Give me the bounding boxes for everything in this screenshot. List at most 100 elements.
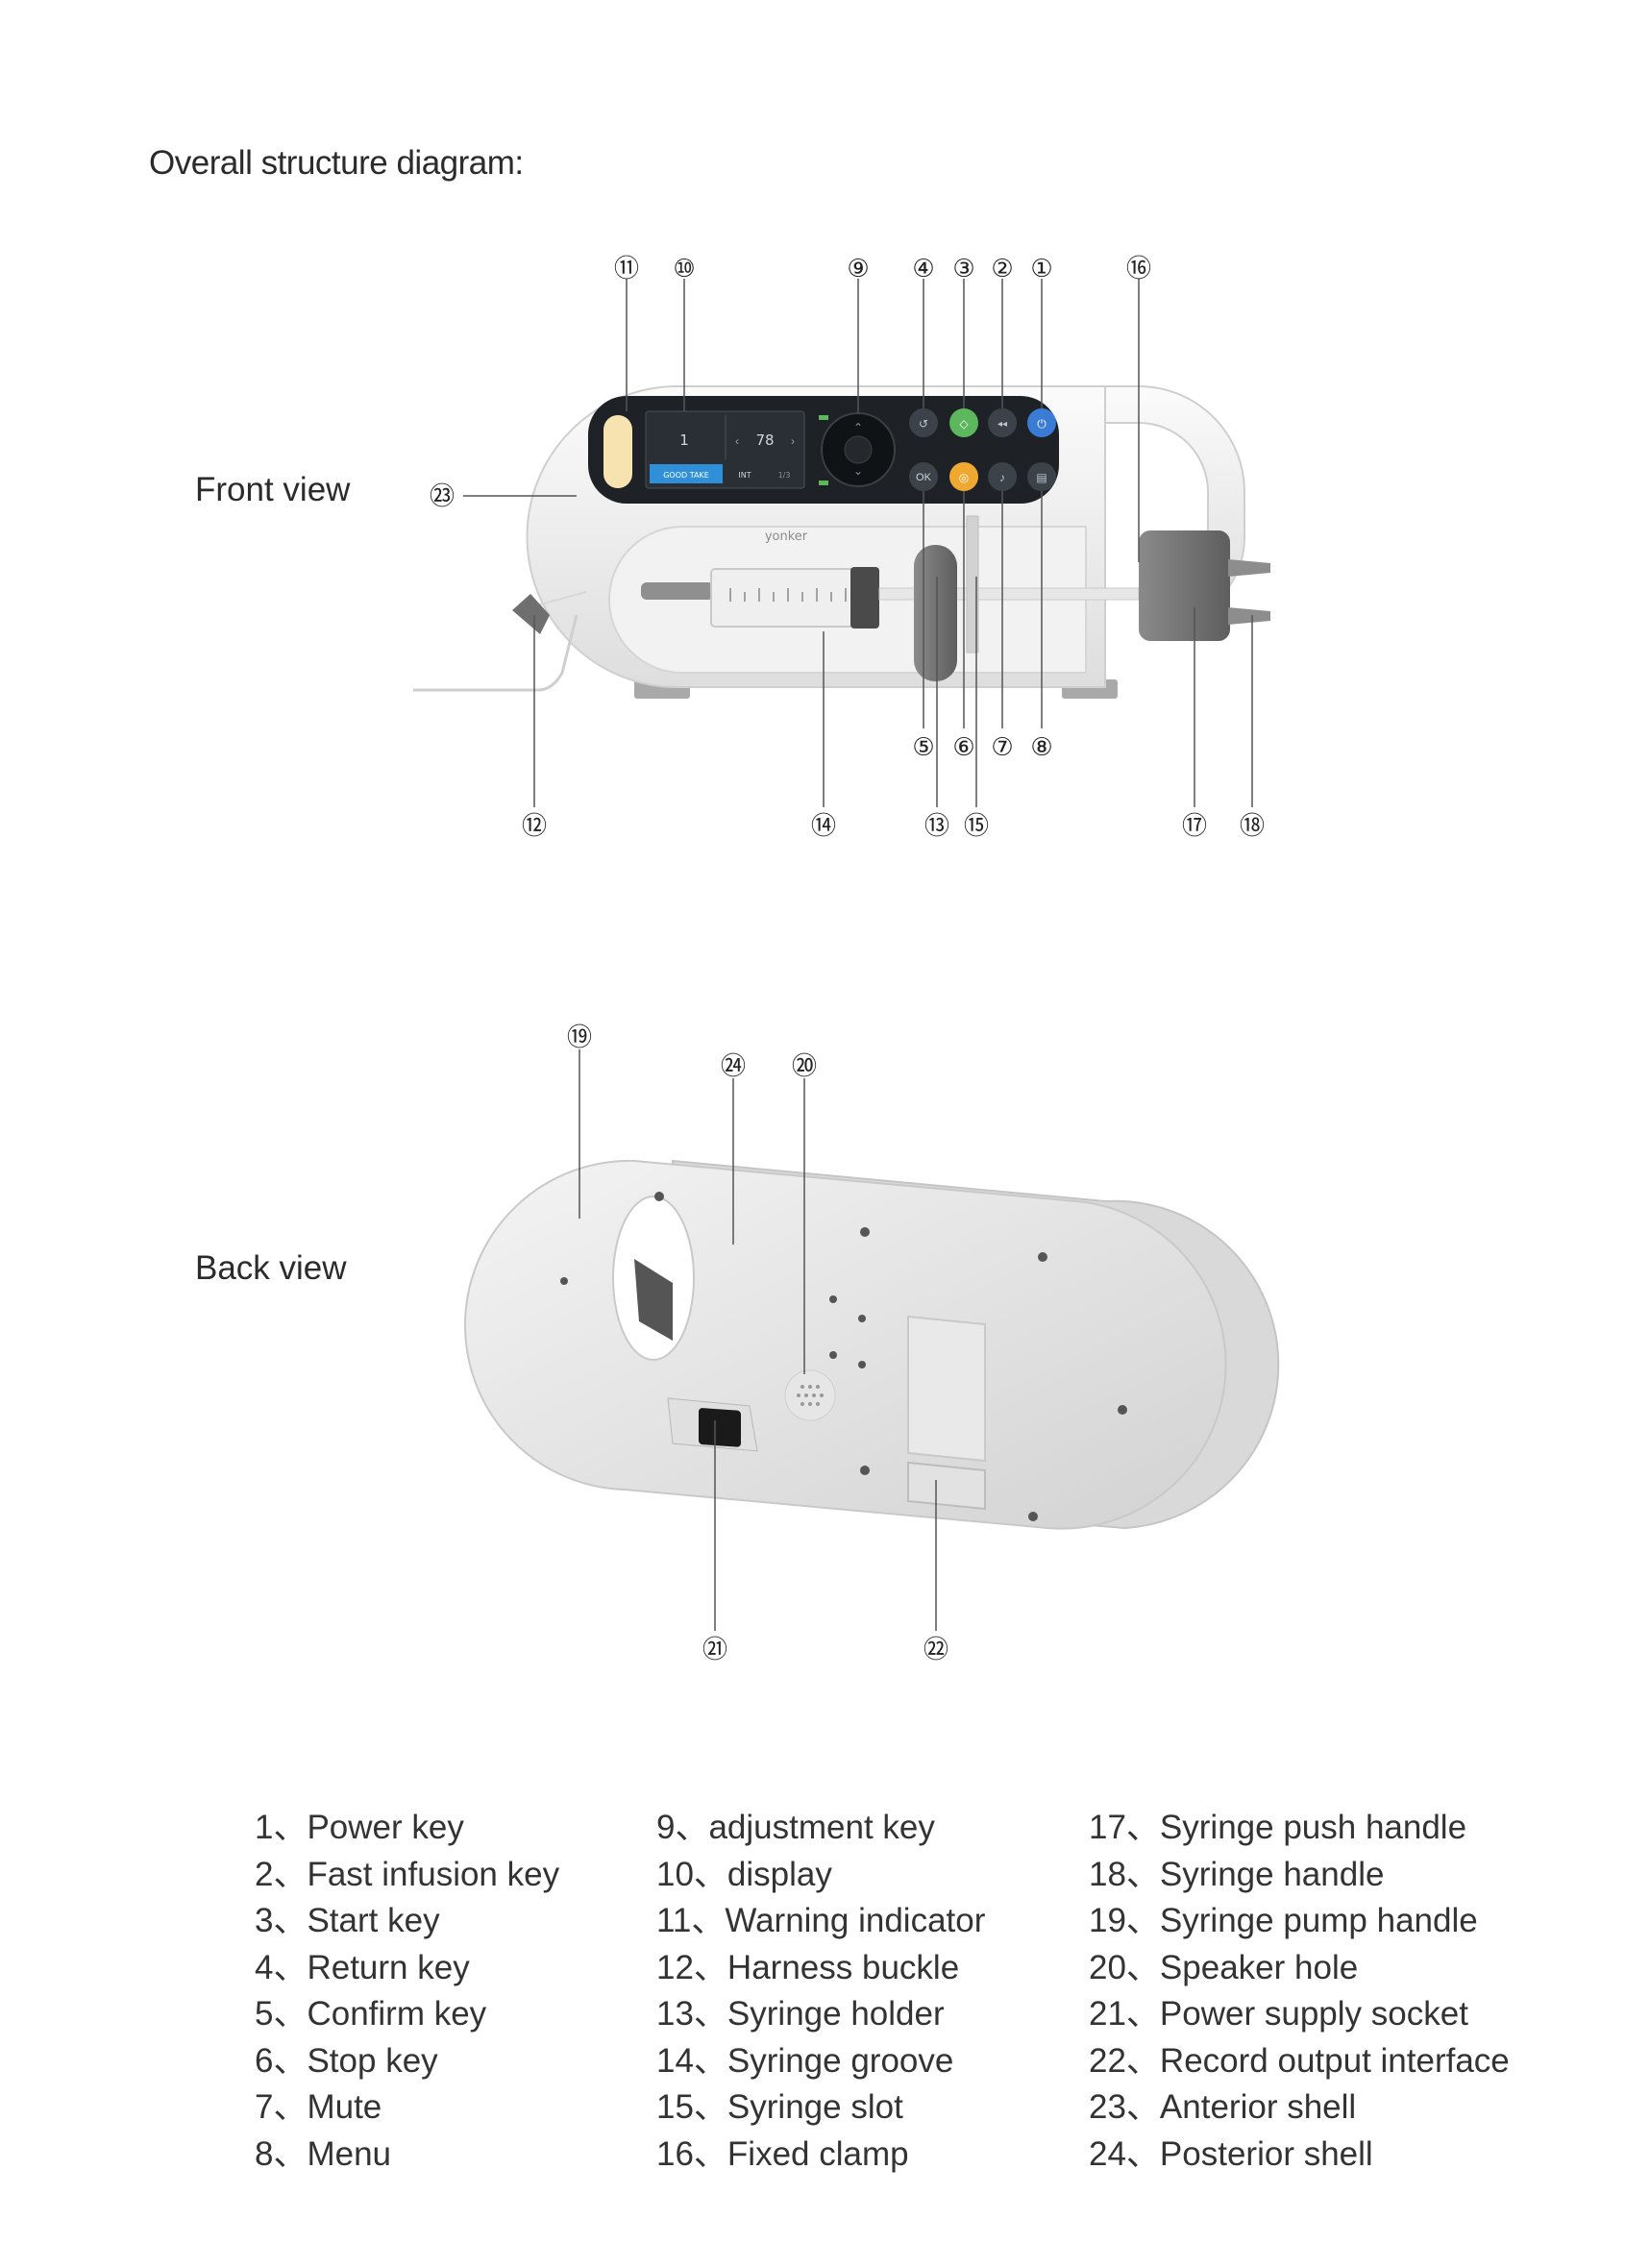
legend-item: 7、Mute bbox=[255, 2088, 382, 2126]
legend-item: 20、Speaker hole bbox=[1089, 1948, 1359, 1986]
menu-key[interactable] bbox=[1027, 462, 1056, 491]
callout-2: ② bbox=[991, 255, 1013, 284]
callout-13: ⑬ bbox=[924, 812, 949, 841]
clamp-visible bbox=[634, 1259, 673, 1341]
page-title: Overall structure diagram: bbox=[149, 144, 524, 182]
record-output-interface bbox=[907, 1461, 986, 1511]
display-arrow-left-icon: ‹ bbox=[735, 434, 739, 448]
callout-20: ⑳ bbox=[792, 1052, 817, 1081]
legend-item: 3、Start key bbox=[255, 1902, 440, 1939]
display-arrow-right-icon: › bbox=[791, 434, 795, 448]
mute-icon: ♪ bbox=[999, 471, 1005, 484]
callout-3: ③ bbox=[952, 255, 974, 284]
legend-item: 21、Power supply socket bbox=[1089, 1995, 1468, 2033]
legend-item: 22、Record output interface bbox=[1089, 2041, 1510, 2080]
display-mode-text: INT bbox=[738, 471, 751, 480]
callout-14: ⑭ bbox=[811, 812, 836, 841]
display-value-center: 78 bbox=[755, 431, 774, 449]
stop-key[interactable] bbox=[949, 462, 978, 491]
adjust-up-icon: ⌃ bbox=[853, 421, 863, 434]
callout-18: ⑱ bbox=[1240, 812, 1265, 841]
display-page-text: 1/3 bbox=[778, 471, 791, 480]
start-icon: ◇ bbox=[959, 417, 969, 431]
callout-12: ⑫ bbox=[522, 812, 547, 841]
callout-8: ⑧ bbox=[1030, 733, 1052, 762]
ok-label: OK bbox=[916, 472, 932, 483]
callout-24: ㉔ bbox=[721, 1052, 746, 1081]
legend-item: 8、Menu bbox=[255, 2134, 392, 2173]
front-view-device: 1 78 ‹ › GOOD TAKE INT 1/3 ⌃ ⌄ ↺ ◇ ◂◂ ⏻ … bbox=[413, 385, 1270, 699]
legend-item: 10、display bbox=[656, 1855, 832, 1893]
legend-item: 6、Stop key bbox=[255, 2041, 438, 2080]
confirm-key[interactable] bbox=[909, 462, 938, 491]
callout-1: ① bbox=[1030, 255, 1052, 284]
warning-indicator bbox=[603, 415, 632, 488]
back-leader-lines bbox=[579, 1049, 937, 1631]
display-status-bar bbox=[650, 464, 723, 483]
legend-item: 14、Syringe groove bbox=[656, 2041, 954, 2080]
syringe-handle-bottom bbox=[1228, 607, 1270, 625]
start-key[interactable] bbox=[949, 408, 978, 437]
brand-logo: yonker bbox=[765, 530, 808, 544]
legend-item: 11、Warning indicator bbox=[656, 1902, 986, 1939]
callout-22: ㉒ bbox=[924, 1636, 948, 1664]
syringe-tip bbox=[641, 582, 714, 600]
legend-item: 12、Harness buckle bbox=[656, 1948, 960, 1986]
callout-4: ④ bbox=[912, 255, 934, 284]
fast-infusion-key[interactable] bbox=[988, 408, 1017, 437]
mute-key[interactable] bbox=[988, 462, 1017, 491]
power-supply-socket bbox=[699, 1408, 741, 1447]
legend-item: 24、Posterior shell bbox=[1089, 2134, 1373, 2173]
infusion-tube bbox=[413, 614, 579, 692]
front-leader-lines bbox=[463, 279, 1253, 807]
syringe-slot bbox=[966, 515, 979, 653]
legend-item: 4、Return key bbox=[255, 1948, 470, 1986]
legend-item: 17、Syringe push handle bbox=[1089, 1809, 1467, 1846]
return-icon: ↺ bbox=[919, 417, 928, 431]
legend-item: 16、Fixed clamp bbox=[656, 2134, 909, 2173]
legend-column-3: 17、Syringe push handle 18、Syringe handle… bbox=[1089, 1805, 1510, 2178]
display-value-left: 1 bbox=[679, 431, 689, 449]
callout-9: ⑨ bbox=[847, 255, 869, 284]
power-icon: ⏻ bbox=[1037, 417, 1047, 431]
syringe-handle-top bbox=[1228, 559, 1270, 577]
legend-item: 19、Syringe pump handle bbox=[1089, 1902, 1478, 1939]
callout-16: ⑯ bbox=[1126, 255, 1151, 284]
legend-column-2: 9、adjustment key 10、display 11、Warning i… bbox=[656, 1805, 985, 2178]
legend-item: 13、Syringe holder bbox=[656, 1995, 945, 2033]
callout-19: ⑲ bbox=[567, 1023, 592, 1052]
stop-icon: ◎ bbox=[959, 471, 969, 484]
legend-item: 2、Fast infusion key bbox=[255, 1855, 560, 1893]
return-key[interactable] bbox=[909, 408, 938, 437]
callout-6: ⑥ bbox=[952, 733, 974, 762]
callout-17: ⑰ bbox=[1182, 812, 1207, 841]
legend-item: 18、Syringe handle bbox=[1089, 1855, 1385, 1893]
harness-buckle bbox=[512, 594, 550, 634]
syringe-holder bbox=[914, 545, 957, 681]
label-plate bbox=[907, 1315, 986, 1463]
callout-10: ⑩ bbox=[673, 255, 695, 284]
legend-item: 9、adjustment key bbox=[656, 1809, 935, 1846]
front-view-label: Front view bbox=[195, 471, 351, 508]
callout-11: ⑪ bbox=[614, 255, 639, 284]
back-view-label: Back view bbox=[195, 1249, 347, 1287]
callout-21: ㉑ bbox=[702, 1636, 727, 1664]
power-key[interactable] bbox=[1027, 408, 1056, 437]
display-status-text: GOOD TAKE bbox=[663, 471, 709, 480]
callout-5: ⑤ bbox=[912, 733, 934, 762]
legend-item: 15、Syringe slot bbox=[656, 2088, 903, 2126]
legend-item: 5、Confirm key bbox=[255, 1995, 487, 2033]
syringe-plunger bbox=[850, 567, 879, 629]
legend-item: 23、Anterior shell bbox=[1089, 2088, 1357, 2126]
callout-15: ⑮ bbox=[964, 812, 989, 841]
syringe-push-handle bbox=[1139, 530, 1230, 641]
speaker-hole bbox=[784, 1369, 836, 1421]
callout-23: ㉓ bbox=[430, 482, 455, 511]
legend-column-1: 1、Power key 2、Fast infusion key 3、Start … bbox=[255, 1805, 559, 2178]
fast-forward-icon: ◂◂ bbox=[997, 419, 1007, 430]
back-view-device bbox=[464, 1159, 1280, 1530]
menu-icon: ▤ bbox=[1036, 471, 1047, 484]
adjust-down-icon: ⌄ bbox=[853, 464, 863, 478]
callout-7: ⑦ bbox=[991, 733, 1013, 762]
